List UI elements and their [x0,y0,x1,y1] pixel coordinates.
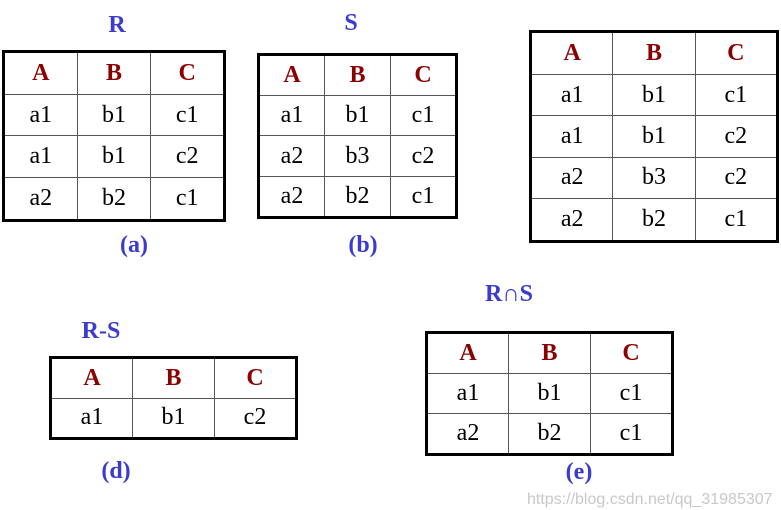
table-cell: b1 [508,373,591,414]
column-header: B [132,357,215,399]
column-header: B [324,53,391,97]
column-header: A [258,53,325,97]
table-cell: a2 [3,176,78,222]
table-cell: b1 [324,95,391,137]
relation-r-title: R [108,12,126,38]
table-cell: c2 [390,135,457,177]
table-cell: c2 [694,115,779,158]
table-cell: a1 [529,73,614,117]
table-cell: b1 [76,93,152,137]
table-cell: a2 [529,156,614,200]
table-cell: c1 [390,95,457,137]
table-cell: b1 [612,115,696,158]
column-header: B [508,331,591,375]
table-cell: b2 [324,175,391,219]
column-header: C [150,51,225,95]
table-cell: c2 [150,135,225,178]
caption-b: (b) [348,232,378,258]
column-header: B [76,51,152,95]
column-header: A [50,357,133,399]
table-cell: b2 [76,176,152,222]
column-header: B [612,31,696,75]
column-header: C [390,53,457,97]
table-cell: a1 [426,373,509,414]
column-header: A [3,51,78,95]
table-cell: a2 [426,412,509,456]
column-header: C [590,331,673,375]
table-cell: b1 [132,397,215,439]
column-header: C [694,31,779,75]
table-cell: a1 [50,397,133,439]
table-cell: c1 [590,373,673,414]
column-header: A [426,331,509,375]
table-cell: a2 [529,198,614,242]
table-cell: c1 [390,175,457,219]
table-cell: c1 [694,73,779,117]
table-cell: b2 [612,198,696,242]
caption-a: (a) [120,232,148,258]
table-cell: a1 [529,115,614,158]
table-cell: a2 [258,135,325,177]
table-cell: a1 [3,93,78,137]
table-cell: c1 [590,412,673,456]
table-cell: a2 [258,175,325,219]
table-cell: a1 [258,95,325,137]
difference-title: R-S [81,318,121,344]
table-cell: b1 [612,73,696,117]
table-cell: c2 [694,156,779,200]
table-cell: a1 [3,135,78,178]
table-cell: b3 [324,135,391,177]
table-cell: b3 [612,156,696,200]
table-cell: c2 [214,397,297,439]
caption-d: (d) [101,458,131,484]
column-header: A [529,31,614,75]
table-cell: c1 [150,176,225,222]
table-cell: c1 [694,198,779,242]
relation-s-title: S [344,10,358,36]
column-header: C [214,357,297,399]
intersection-title: R∩S [485,281,533,307]
table-cell: b1 [76,135,152,178]
caption-e: (e) [565,459,593,485]
table-cell: c1 [150,93,225,137]
table-cell: b2 [508,412,591,456]
watermark: https://blog.csdn.net/qq_31985307 [527,491,773,508]
